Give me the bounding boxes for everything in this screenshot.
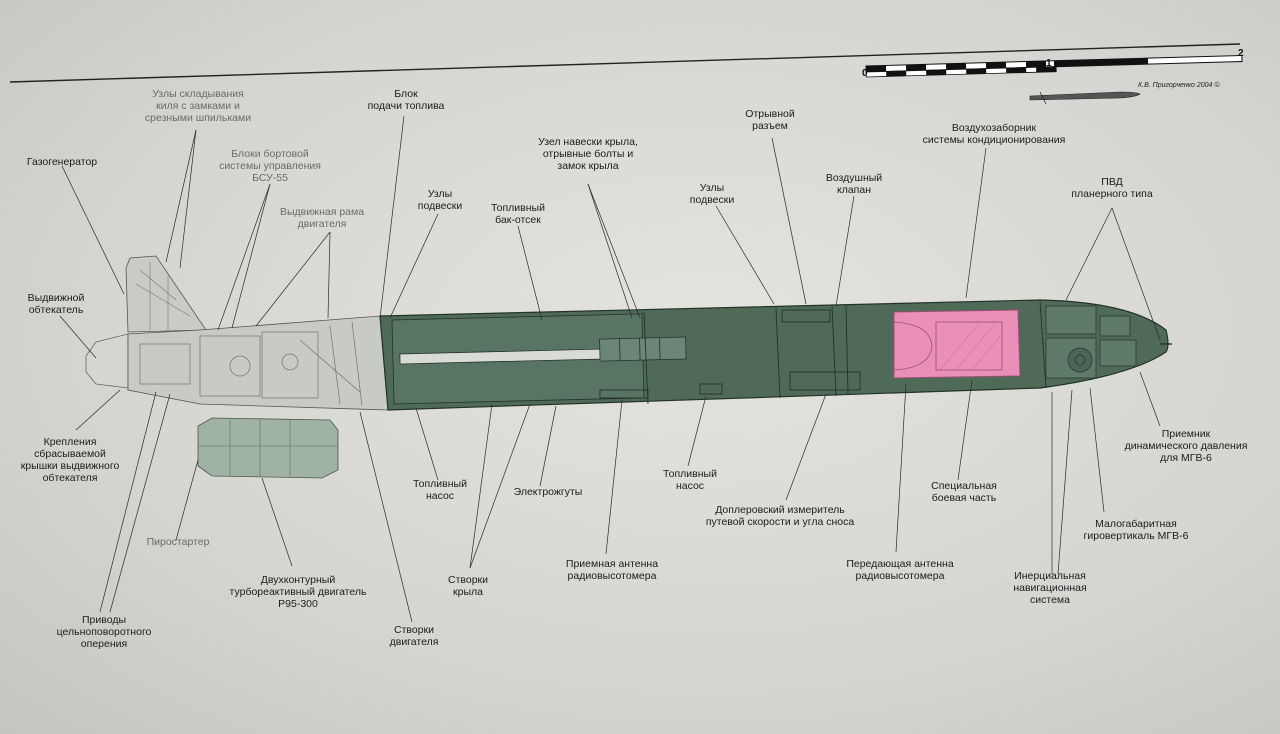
tail-fin [125,255,207,333]
leader-lines [59,115,1161,623]
scale-tick-0: 0 [862,68,868,79]
label-gas-generator: Газогенератор [26,156,98,168]
label-air-valve: Воздушный клапан [825,172,883,196]
label-dyn-pressure: Приемник динамического давления для МГВ-… [1124,428,1248,464]
sheet-border-line [9,43,1241,83]
scale-bar [865,54,1243,105]
label-gyro: Малогабаритная гировертикаль МГВ-6 [1083,518,1189,542]
label-breakaway-connector: Отрывной разъем [745,108,795,132]
label-receive-antenna: Приемная антенна радиовысотомера [565,558,659,582]
label-ext-fairing: Выдвижной обтекатель [27,292,85,316]
label-onboard-control: Блоки бортовой системы управления БСУ-55 [219,148,321,184]
label-doppler: Доплеровский измеритель путевой скорости… [705,504,855,528]
label-turbojet-engine: Двухконтурный турбореактивный двигатель … [229,574,367,610]
label-engine-frame: Выдвижная рама двигателя [279,206,365,230]
author-credit: К.В. Пригорченко 2004 © [1138,82,1220,89]
label-fuel-pump-1: Топливный насос [413,478,467,502]
rear-fairing [85,333,129,389]
label-controls-drives: Приводы цельноповоротного оперения [56,614,152,650]
warhead-highlight [893,309,1021,379]
label-pvd: ПВД планерного типа [1071,176,1153,200]
label-fuel-tank: Топливный бак-отсек [491,202,545,226]
label-air-intakes: Воздухозаборник системы кондиционировани… [922,122,1066,146]
label-engine-flaps: Створки двигателя [389,624,439,648]
label-wing-fold-nodes: Узлы складывания киля с замками и срезны… [144,88,252,124]
label-transmit-antenna: Передающая антенна радиовысотомера [846,558,954,582]
label-warhead: Специальная боевая часть [931,480,997,504]
engine-pod [197,417,339,479]
fuel-tube [399,336,687,365]
label-fairing-cover-mounts: Крепления сбрасываемой крышки выдвижного… [20,436,120,484]
label-pyrostarter: Пиростартер [146,536,210,548]
label-wing-flaps: Створки крыла [448,574,488,598]
scale-tick-2: 2 [1238,48,1244,59]
label-suspension-nodes-2: Узлы подвески [689,182,735,206]
label-fuel-feed-block: Блок подачи топлива [367,88,445,112]
scale-tick-1: 1 [1046,58,1052,69]
label-suspension-nodes-1: Узлы подвески [417,188,463,212]
label-ins: Инерциальная навигационная система [1013,570,1087,606]
label-fuel-pump-2: Топливный насос [663,468,717,492]
label-wing-mount-node: Узел навески крыла, отрывные болты и зам… [538,136,638,172]
label-wire-harness: Электрожгуты [513,486,583,498]
